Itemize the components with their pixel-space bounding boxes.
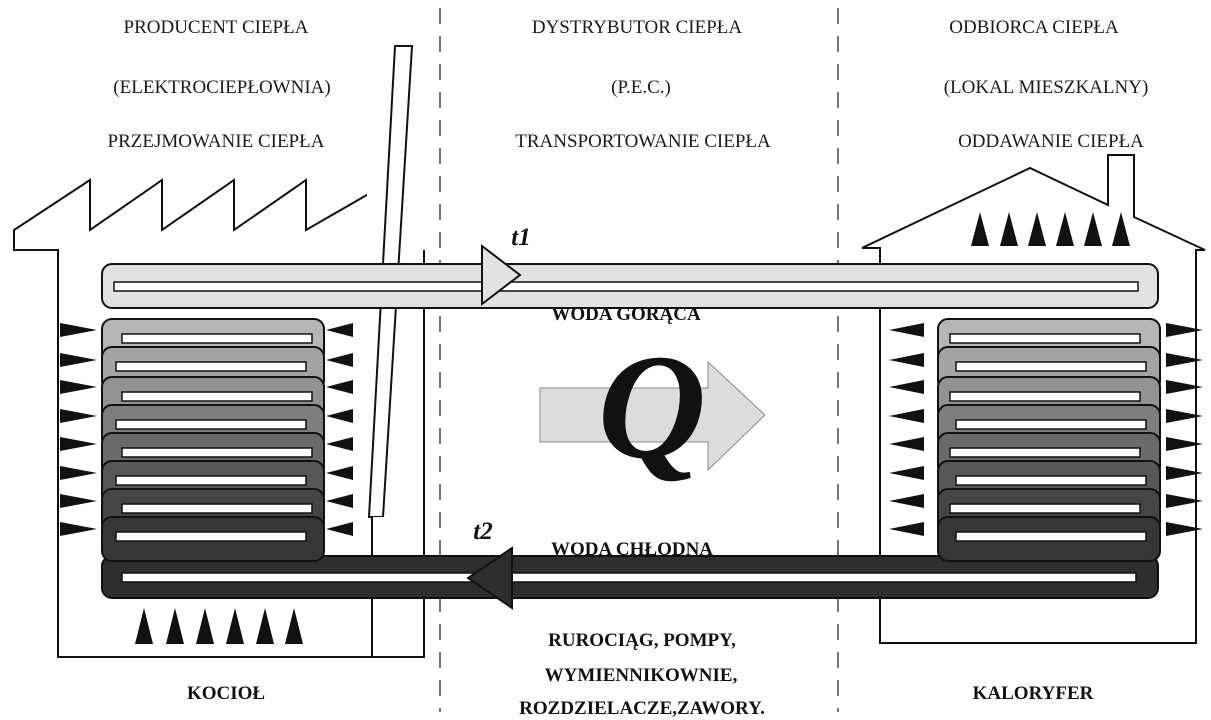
return-arrowhead — [466, 546, 513, 610]
consumer-role: ODDAWANIE CIEPŁA — [958, 131, 1144, 152]
boiler-heat-input-marks — [60, 323, 353, 536]
boiler-coil — [101, 318, 325, 562]
return-temp-label: t2 — [473, 518, 492, 545]
boiler-label: KOCIOŁ — [187, 683, 265, 704]
heat-transfer-arrow — [539, 360, 766, 472]
producer-subtitle: (ELEKTROCIEPŁOWNIA) — [113, 77, 330, 98]
infra-line-1: RUROCIĄG, POMPY, — [548, 630, 736, 651]
producer-role: PRZEJMOWANIE CIEPŁA — [108, 131, 325, 152]
consumer-title: ODBIORCA CIEPŁA — [949, 17, 1119, 38]
consumer-subtitle: (LOKAL MIESZKALNY) — [944, 77, 1149, 98]
infra-line-2: WYMIENNIKOWNIE, — [545, 665, 738, 686]
infra-line-3: ROZDZIELACZE,ZAWORY. — [519, 698, 765, 719]
distributor-role: TRANSPORTOWANIE CIEPŁA — [515, 131, 771, 152]
pipelines — [101, 263, 1159, 599]
heat-symbol: Q — [598, 324, 706, 490]
distributor-title: DYSTRYBUTOR CIEPŁA — [532, 17, 743, 38]
radiator-heat-output-marks — [889, 323, 1203, 536]
supply-arrowhead — [481, 243, 522, 307]
return-water-label: WODA CHŁODNA — [551, 539, 713, 560]
supply-temp-label: t1 — [511, 224, 530, 251]
supply-water-label: WODA GORĄCA — [551, 304, 701, 325]
radiator-label: KALORYFER — [973, 683, 1094, 704]
distributor-subtitle: (P.E.C.) — [611, 77, 671, 98]
rising-heat-marks — [971, 212, 1130, 246]
zone-dividers — [439, 8, 839, 712]
burner-flames — [135, 608, 303, 644]
radiator-coil — [937, 318, 1161, 562]
producer-title: PRODUCENT CIEPŁA — [124, 17, 309, 38]
